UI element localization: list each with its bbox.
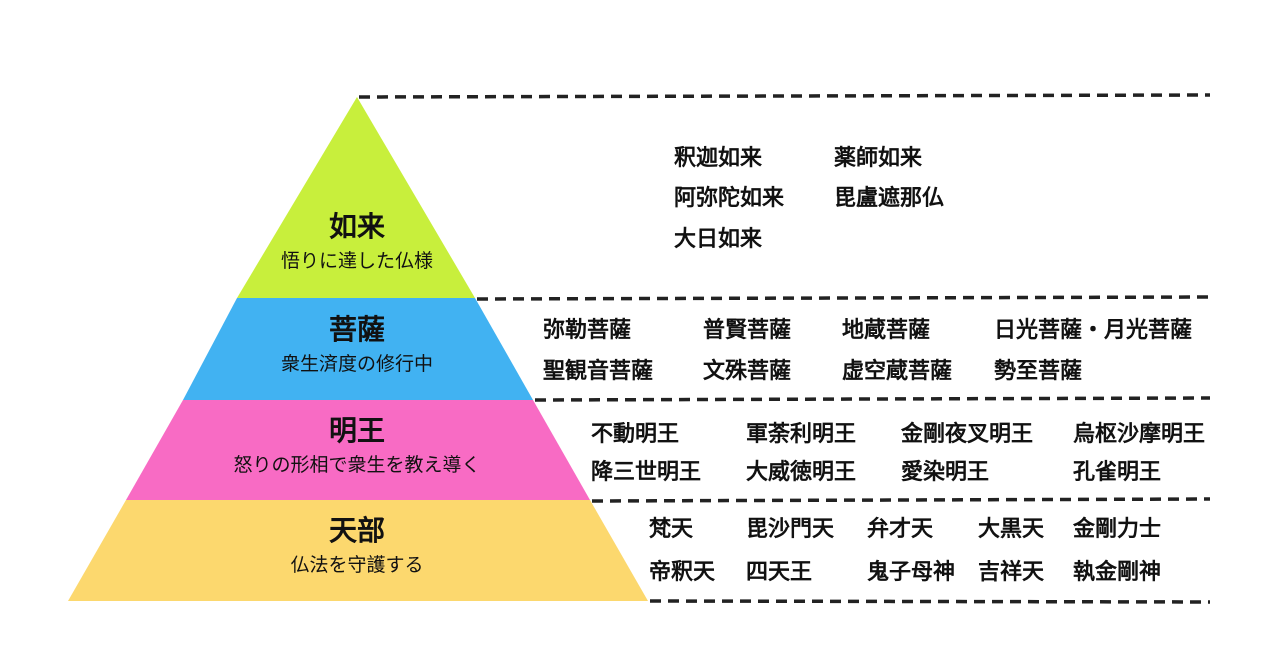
- bosatsu-item: 文殊菩薩: [703, 359, 792, 384]
- tier-subtitle: 仏法を守護する: [290, 554, 424, 576]
- bosatsu-item: 地蔵菩薩: [842, 318, 931, 343]
- tier-myoo-band: [126, 400, 590, 500]
- tenbu-item: 四天王: [746, 560, 813, 585]
- myoo-item: 軍荼利明王: [746, 422, 857, 447]
- tier-title: 菩薩: [328, 313, 385, 346]
- tier-bosatsu-band: [183, 298, 533, 400]
- tier-nyorai-band: [237, 97, 475, 298]
- divider-nyorai-bosatsu: [476, 295, 1211, 301]
- tier-tenbu-label: 天部 仏法を守護する: [207, 514, 507, 578]
- tier-title: 如来: [328, 210, 385, 243]
- bosatsu-item: 弥勒菩薩: [543, 318, 632, 343]
- myoo-item: 降三世明王: [591, 460, 702, 485]
- myoo-item: 孔雀明王: [1073, 460, 1162, 485]
- myoo-item: 愛染明王: [901, 460, 990, 485]
- bosatsu-item: 普賢菩薩: [703, 318, 792, 343]
- tier-bosatsu-label: 菩薩 衆生済度の修行中: [207, 313, 507, 377]
- tier-subtitle: 怒りの形相で衆生を教え導く: [233, 454, 481, 476]
- nyorai-item: 大日如来: [674, 227, 763, 252]
- tier-title: 明王: [328, 414, 385, 447]
- bosatsu-item: 聖観音菩薩: [543, 359, 654, 384]
- myoo-item: 烏枢沙摩明王: [1073, 422, 1206, 447]
- divider-top: [358, 93, 1211, 99]
- tier-title: 天部: [328, 514, 385, 547]
- tier-myoo-label: 明王 怒りの形相で衆生を教え導く: [207, 414, 507, 478]
- tier-tenbu-band: [68, 500, 648, 601]
- tenbu-item: 毘沙門天: [746, 517, 835, 542]
- tenbu-item: 執金剛神: [1073, 560, 1162, 585]
- bosatsu-item: 勢至菩薩: [994, 359, 1083, 384]
- tenbu-item: 梵天: [649, 517, 694, 542]
- nyorai-item: 阿弥陀如来: [674, 186, 785, 211]
- tenbu-item: 大黒天: [978, 517, 1045, 542]
- myoo-item: 不動明王: [591, 422, 680, 447]
- divider-myoo-tenbu: [591, 497, 1211, 503]
- nyorai-item: 毘盧遮那仏: [834, 186, 945, 211]
- tenbu-item: 帝釈天: [649, 560, 716, 585]
- tier-subtitle: 悟りに達した仏様: [280, 250, 433, 272]
- tenbu-item: 弁才天: [867, 517, 934, 542]
- divider-bottom: [649, 599, 1211, 604]
- tenbu-item: 吉祥天: [978, 560, 1045, 585]
- bosatsu-item: 日光菩薩・月光菩薩: [994, 318, 1193, 343]
- tenbu-item: 金剛力士: [1073, 517, 1162, 542]
- myoo-item: 大威徳明王: [746, 460, 857, 485]
- tier-nyorai-label: 如来 悟りに達した仏様: [207, 210, 507, 274]
- myoo-item: 金剛夜叉明王: [901, 422, 1034, 447]
- tier-subtitle: 衆生済度の修行中: [280, 353, 433, 375]
- divider-bosatsu-myoo: [534, 396, 1211, 402]
- bosatsu-item: 虚空蔵菩薩: [842, 359, 953, 384]
- tenbu-item: 鬼子母神: [867, 560, 956, 585]
- nyorai-item: 釈迦如来: [674, 146, 763, 171]
- nyorai-item: 薬師如来: [834, 146, 923, 171]
